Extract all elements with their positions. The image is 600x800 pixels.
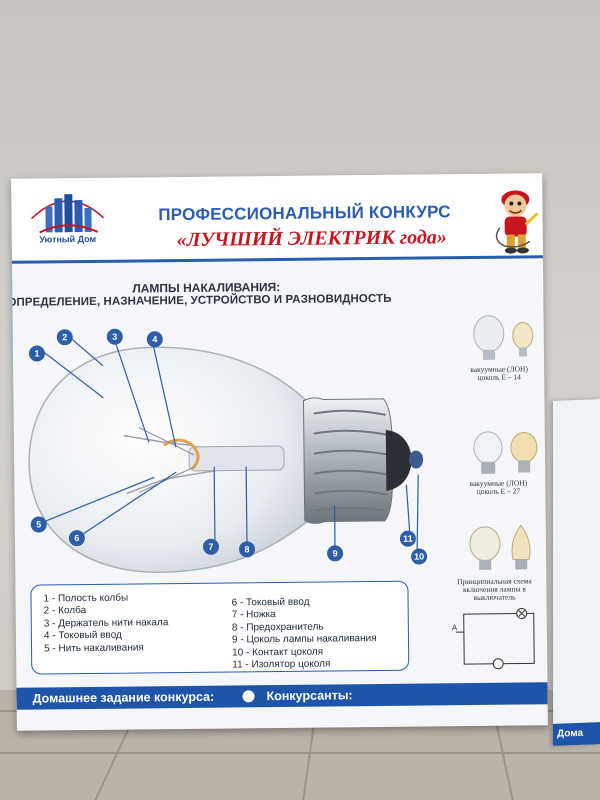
callout-1-label: 1 (34, 349, 39, 359)
bulb-insulator (385, 429, 413, 491)
scheme-caption: Принципиальная схема включения лампы в в… (457, 576, 532, 602)
legend-right: 6 - Токовый ввод 7 - Ножка 8 - Предохран… (232, 596, 377, 672)
e27-lamps-icon (473, 431, 538, 474)
bulb-contact (409, 450, 424, 469)
callout-5-label: 5 (36, 519, 41, 529)
e14-caption: вакуумные (ЛОН) цоколь Е – 14 (470, 364, 529, 382)
legend-item: 11 - Изолятор цоколя (232, 658, 331, 671)
poster: Уютный Дом ПРОФЕССИОНАЛЬНЫЙ КОНКУРС «ЛУЧ… (11, 173, 548, 731)
callout-2-label: 2 (62, 332, 67, 342)
callout-8-label: 8 (244, 544, 249, 554)
callout-11 (399, 530, 416, 547)
legend-item: 3 - Держатель нити накала (43, 616, 169, 630)
bulb-filament (163, 438, 200, 470)
adjacent-poster: Дома (553, 399, 600, 746)
bulb-stem-glass (188, 445, 285, 472)
callout-6-label: 6 (74, 533, 79, 543)
callout-7 (202, 538, 219, 555)
callout-4 (146, 331, 163, 348)
title-line2: «ЛУЧШИЙ ЭЛЕКТРИК года» (176, 226, 447, 252)
wiring-scheme-diagram: A (452, 607, 535, 670)
poster-header: Уютный Дом ПРОФЕССИОНАЛЬНЫЙ КОНКУРС «ЛУЧ… (11, 173, 543, 264)
adjacent-poster-strip: Дома (553, 722, 600, 746)
callout-6 (68, 530, 85, 547)
title-line1: ПРОФЕССИОНАЛЬНЫЙ КОНКУРС (158, 202, 451, 225)
legend-item: 5 - Нить накаливания (43, 642, 144, 655)
callout-2 (56, 329, 73, 346)
callout-9-label: 9 (333, 548, 338, 558)
callout-5 (30, 516, 47, 533)
subtitle-line2: ОПРЕДЕЛЕНИЕ, НАЗНАЧЕНИЕ, УСТРОЙСТВО И РА… (11, 292, 392, 309)
callout-4-label: 4 (152, 334, 157, 344)
callout-8 (239, 541, 256, 558)
bulb-glass (28, 346, 316, 574)
logo-name: Уютный Дом (39, 233, 97, 245)
scheme-label: A (452, 623, 458, 632)
bulb-diagram: 1 2 3 4 5 6 7 8 9 10 11 (28, 328, 428, 574)
e14-lamps-icon (473, 315, 534, 360)
footer-dot-icon (242, 690, 255, 703)
logo: Уютный Дом (21, 188, 114, 253)
legend-item: 9 - Цоколь лампы накаливания (231, 633, 377, 646)
callout-3 (106, 328, 123, 345)
logo-buildings-icon (31, 194, 105, 234)
bulb-base (302, 397, 394, 524)
candle-lamps-icon (469, 524, 531, 570)
callout-11-label: 11 (403, 534, 413, 544)
legend-left: 1 - Полость колбы 2 - Колба 3 - Держател… (43, 592, 168, 655)
callout-10-label: 10 (414, 551, 424, 561)
electrician-mascot-icon (495, 190, 539, 254)
footer-candidates: Конкурсанты: (266, 688, 353, 704)
callout-3-label: 3 (112, 332, 117, 342)
legend-box: 1 - Полость колбы 2 - Колба 3 - Держател… (30, 580, 410, 675)
callout-9 (327, 545, 344, 562)
callout-1 (28, 345, 45, 362)
callout-10 (411, 548, 428, 565)
callout-7-label: 7 (208, 542, 213, 552)
e27-caption: вакуумные (ЛОН) цоколь Е – 27 (469, 478, 528, 496)
poster-footer: Домашнее задание конкурса: Конкурсанты: (16, 682, 548, 710)
footer-homework: Домашнее задание конкурса: (32, 689, 215, 706)
